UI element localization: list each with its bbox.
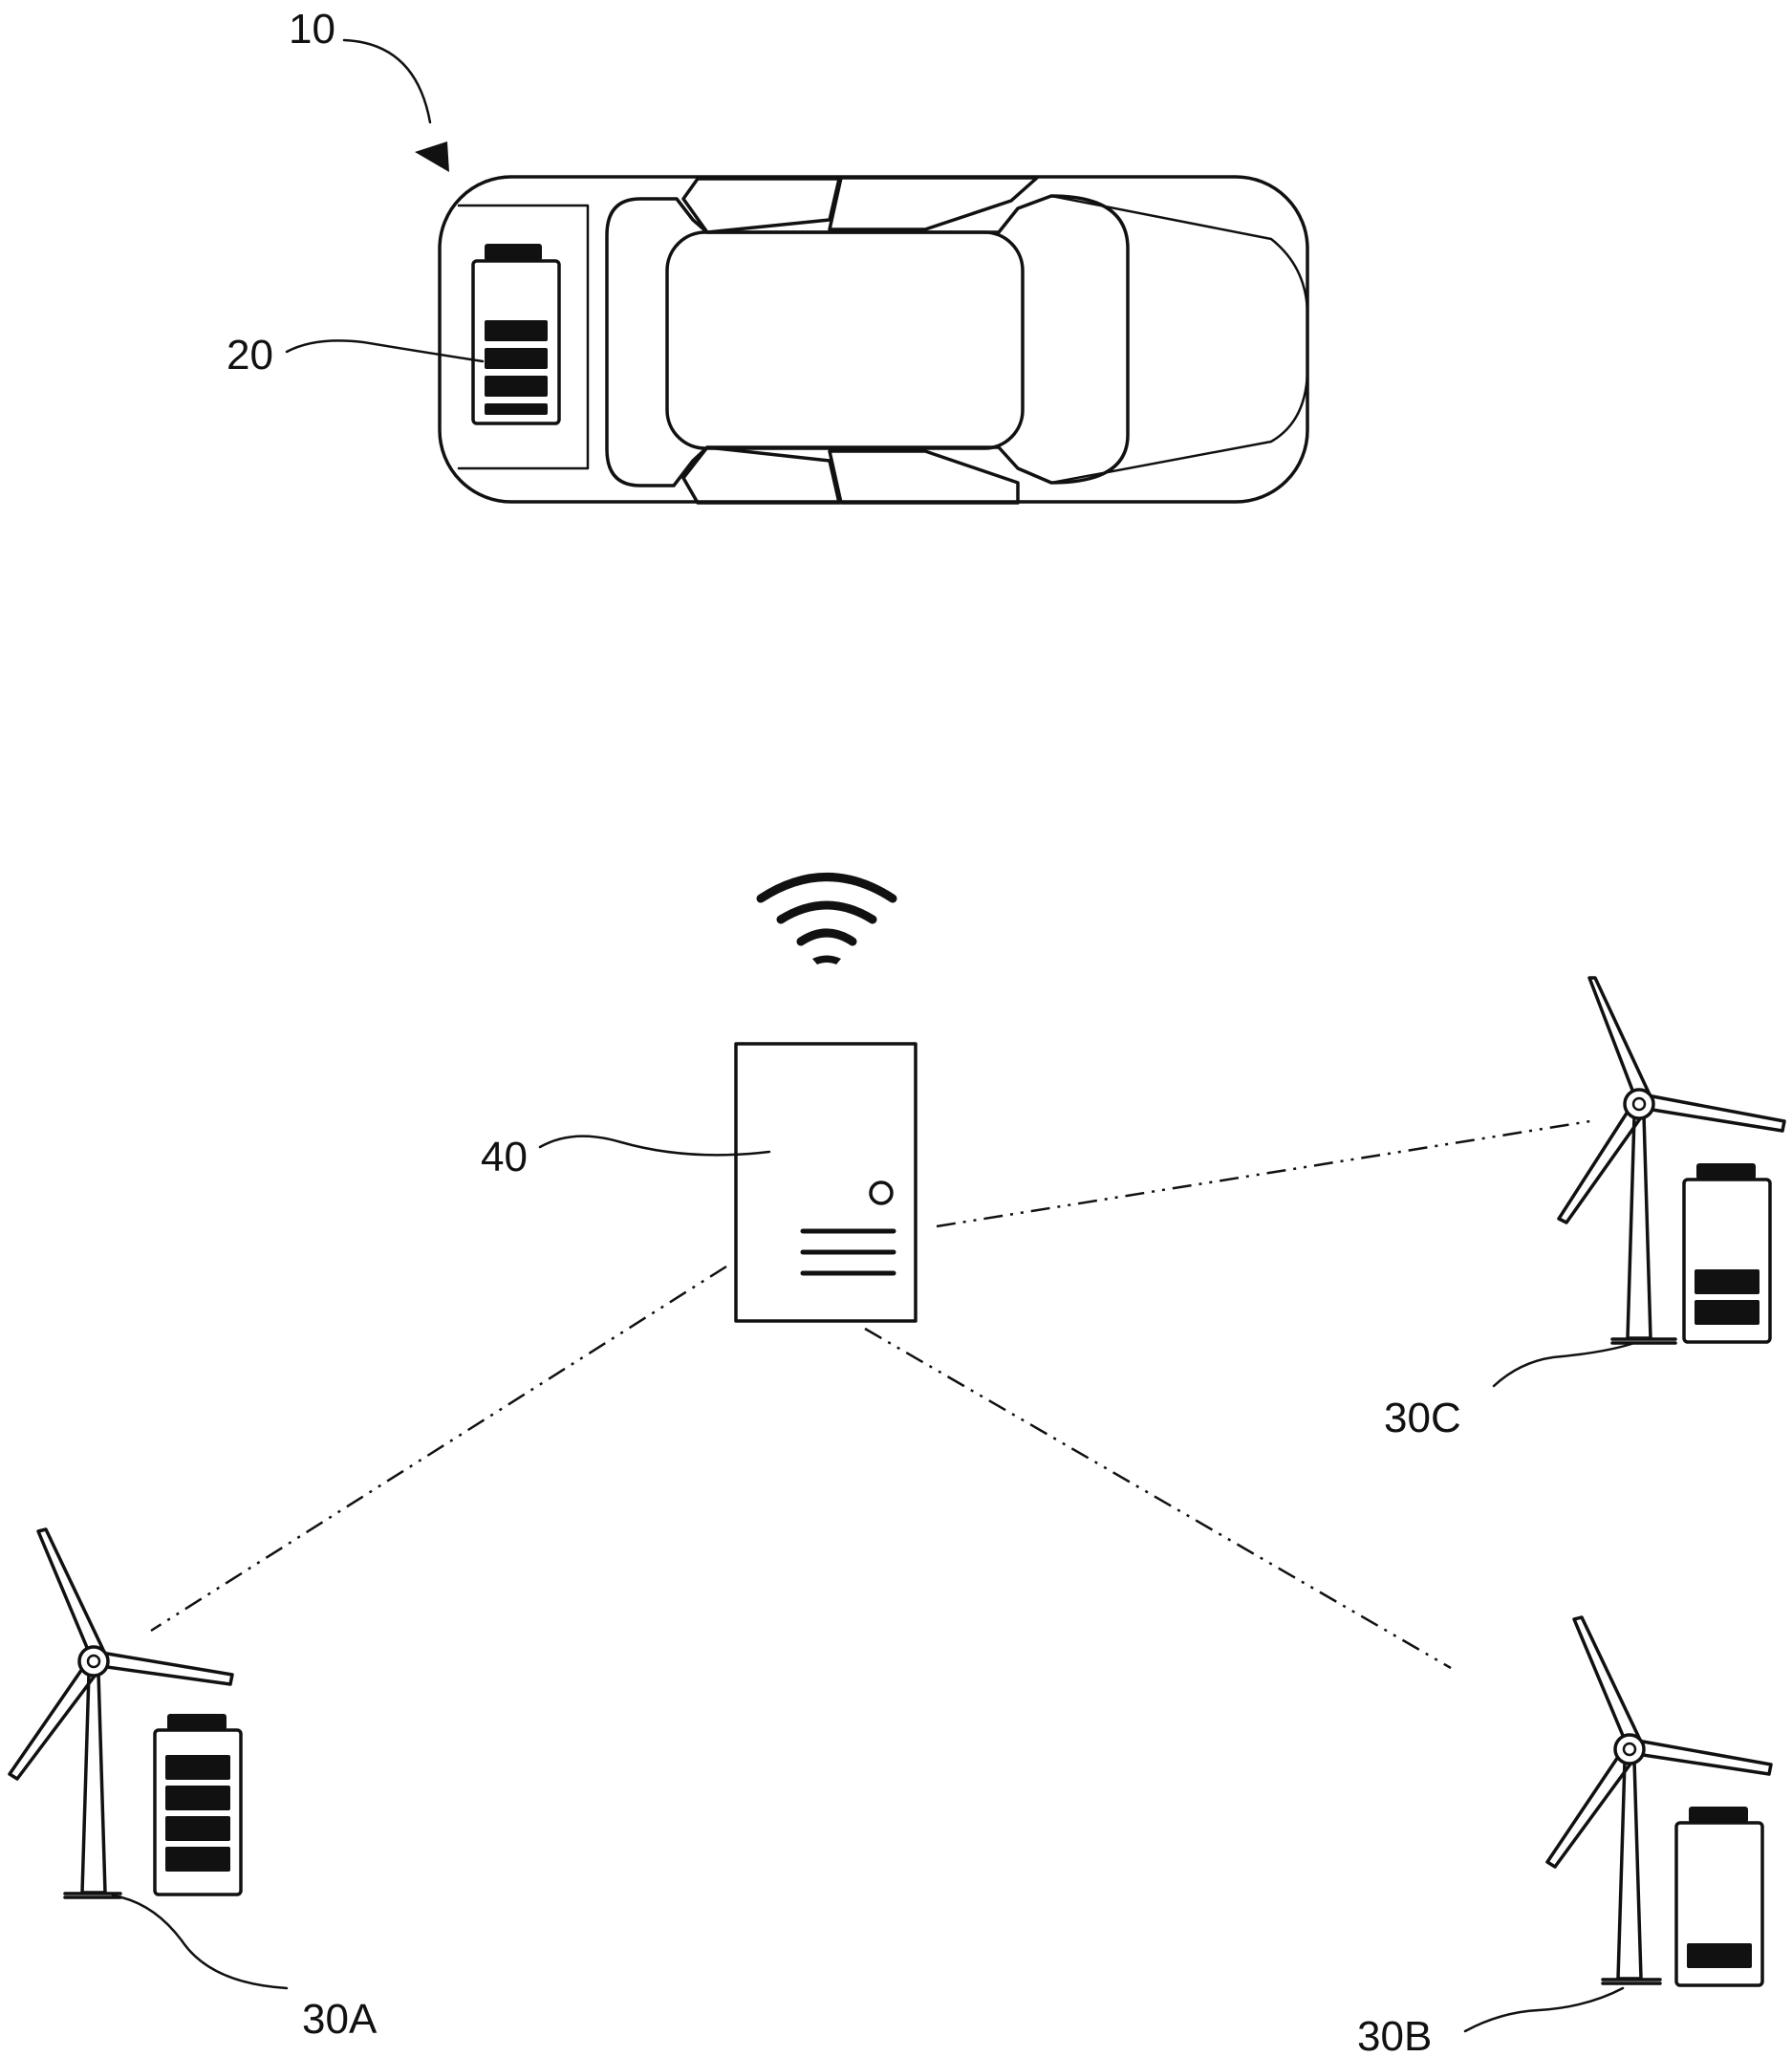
server: 40 [481,873,918,1323]
wind-turbine-icon [1557,976,1786,1345]
label-30c: 30C [1384,1395,1461,1441]
vehicle: 10 [289,6,1309,505]
battery-cell [165,1786,230,1810]
leader-10 [342,38,432,124]
label-20: 20 [227,332,273,379]
wind-turbine-icon [1545,1615,1773,1985]
battery-cell [1695,1269,1760,1294]
battery-cell [165,1816,230,1841]
turbine-30c: 30C [1384,976,1786,1441]
leader-30c [1492,1341,1636,1388]
label-10: 10 [289,6,335,53]
battery-icon [1682,1163,1772,1344]
wifi-icon [756,873,897,964]
link-server-to-30b [864,1327,1452,1670]
battery-cell [485,403,548,415]
car-icon [438,175,1309,505]
communication-links [150,1118,1597,1670]
vehicle-battery: 20 [227,244,561,425]
server-icon [734,1042,918,1323]
leader-20 [285,339,485,363]
battery-cell [1687,1943,1752,1968]
battery-icon [471,244,561,425]
leader-40 [538,1135,771,1157]
battery-icon [153,1714,243,1896]
label-30b: 30B [1357,2013,1432,2057]
turbine-30b: 30B [1357,1615,1773,2057]
link-server-to-30c [936,1118,1597,1228]
arrowhead-10 [415,141,449,172]
link-server-to-30a [150,1265,727,1633]
turbine-30a: 30A [8,1527,378,2043]
label-30a: 30A [302,1996,378,2043]
battery-cell [165,1755,230,1780]
leader-30b [1463,1986,1625,2033]
battery-cell [485,376,548,397]
battery-cell [165,1847,230,1872]
battery-cell [1695,1300,1760,1325]
leader-30a [111,1894,289,1990]
battery-icon [1674,1807,1764,1987]
wind-turbine-icon [8,1527,234,1899]
battery-cell [485,320,548,341]
battery-cell [485,348,548,369]
label-40: 40 [481,1134,528,1180]
